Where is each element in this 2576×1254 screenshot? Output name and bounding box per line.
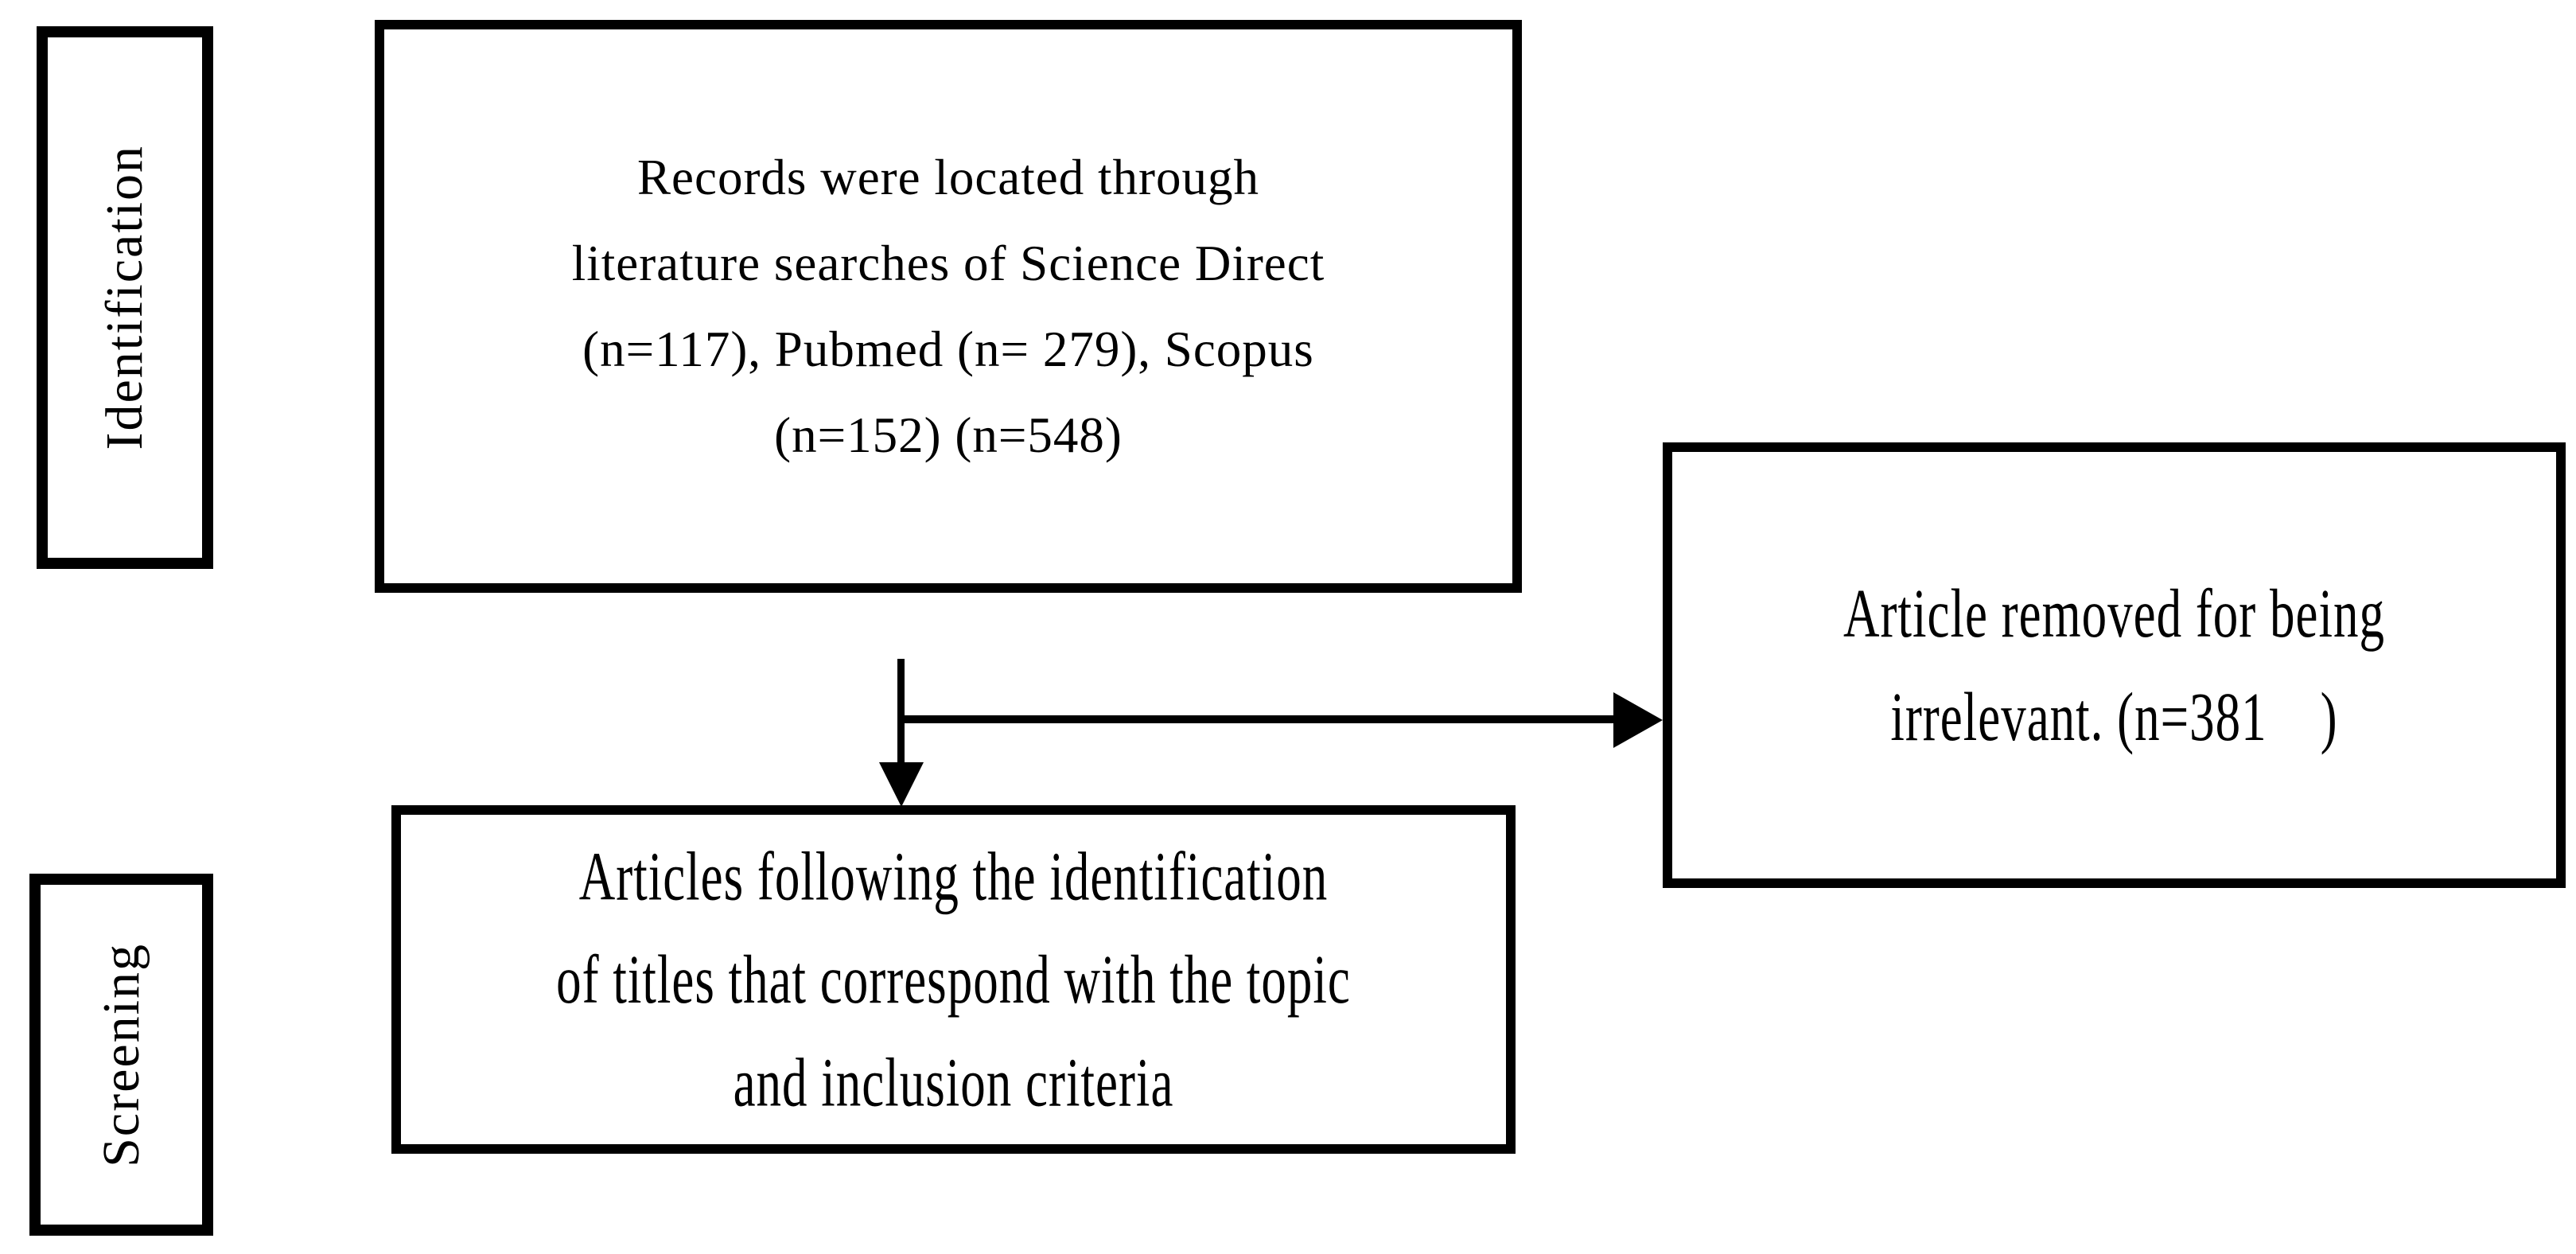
- records-line-2: literature searches of Science Direct: [571, 236, 1325, 291]
- down-arrowhead-icon: [879, 762, 924, 807]
- screened-line-2: of titles that correspond with the topic: [556, 940, 1351, 1018]
- stage-label-identification: Identification: [95, 145, 154, 450]
- records-identified-box: Records were located through literature …: [375, 20, 1522, 593]
- articles-removed-box: Article removed for being irrelevant. (n…: [1663, 442, 2566, 888]
- stage-label-identification-box: Identification: [37, 26, 213, 569]
- records-line-4: (n=152) (n=548): [774, 407, 1123, 463]
- screened-line-3: and inclusion criteria: [733, 1044, 1174, 1122]
- records-line-3: (n=117), Pubmed (n= 279), Scopus: [582, 321, 1314, 377]
- records-line-1: Records were located through: [637, 150, 1259, 205]
- articles-screened-box: Articles following the identification of…: [391, 805, 1516, 1154]
- records-identified-text: Records were located through literature …: [384, 134, 1512, 478]
- right-arrowhead-icon: [1613, 692, 1663, 748]
- articles-removed-text: Article removed for being irrelevant. (n…: [1672, 562, 2556, 768]
- flow-arrow-right-line: [897, 715, 1617, 723]
- stage-label-screening: Screening: [91, 942, 150, 1167]
- removed-line-2: irrelevant. (n=381 ): [1890, 678, 2338, 756]
- articles-screened-text: Articles following the identification of…: [401, 824, 1506, 1134]
- screened-line-1: Articles following the identification: [578, 837, 1329, 915]
- removed-line-1: Article removed for being: [1843, 574, 2385, 652]
- stage-label-screening-box: Screening: [29, 874, 213, 1236]
